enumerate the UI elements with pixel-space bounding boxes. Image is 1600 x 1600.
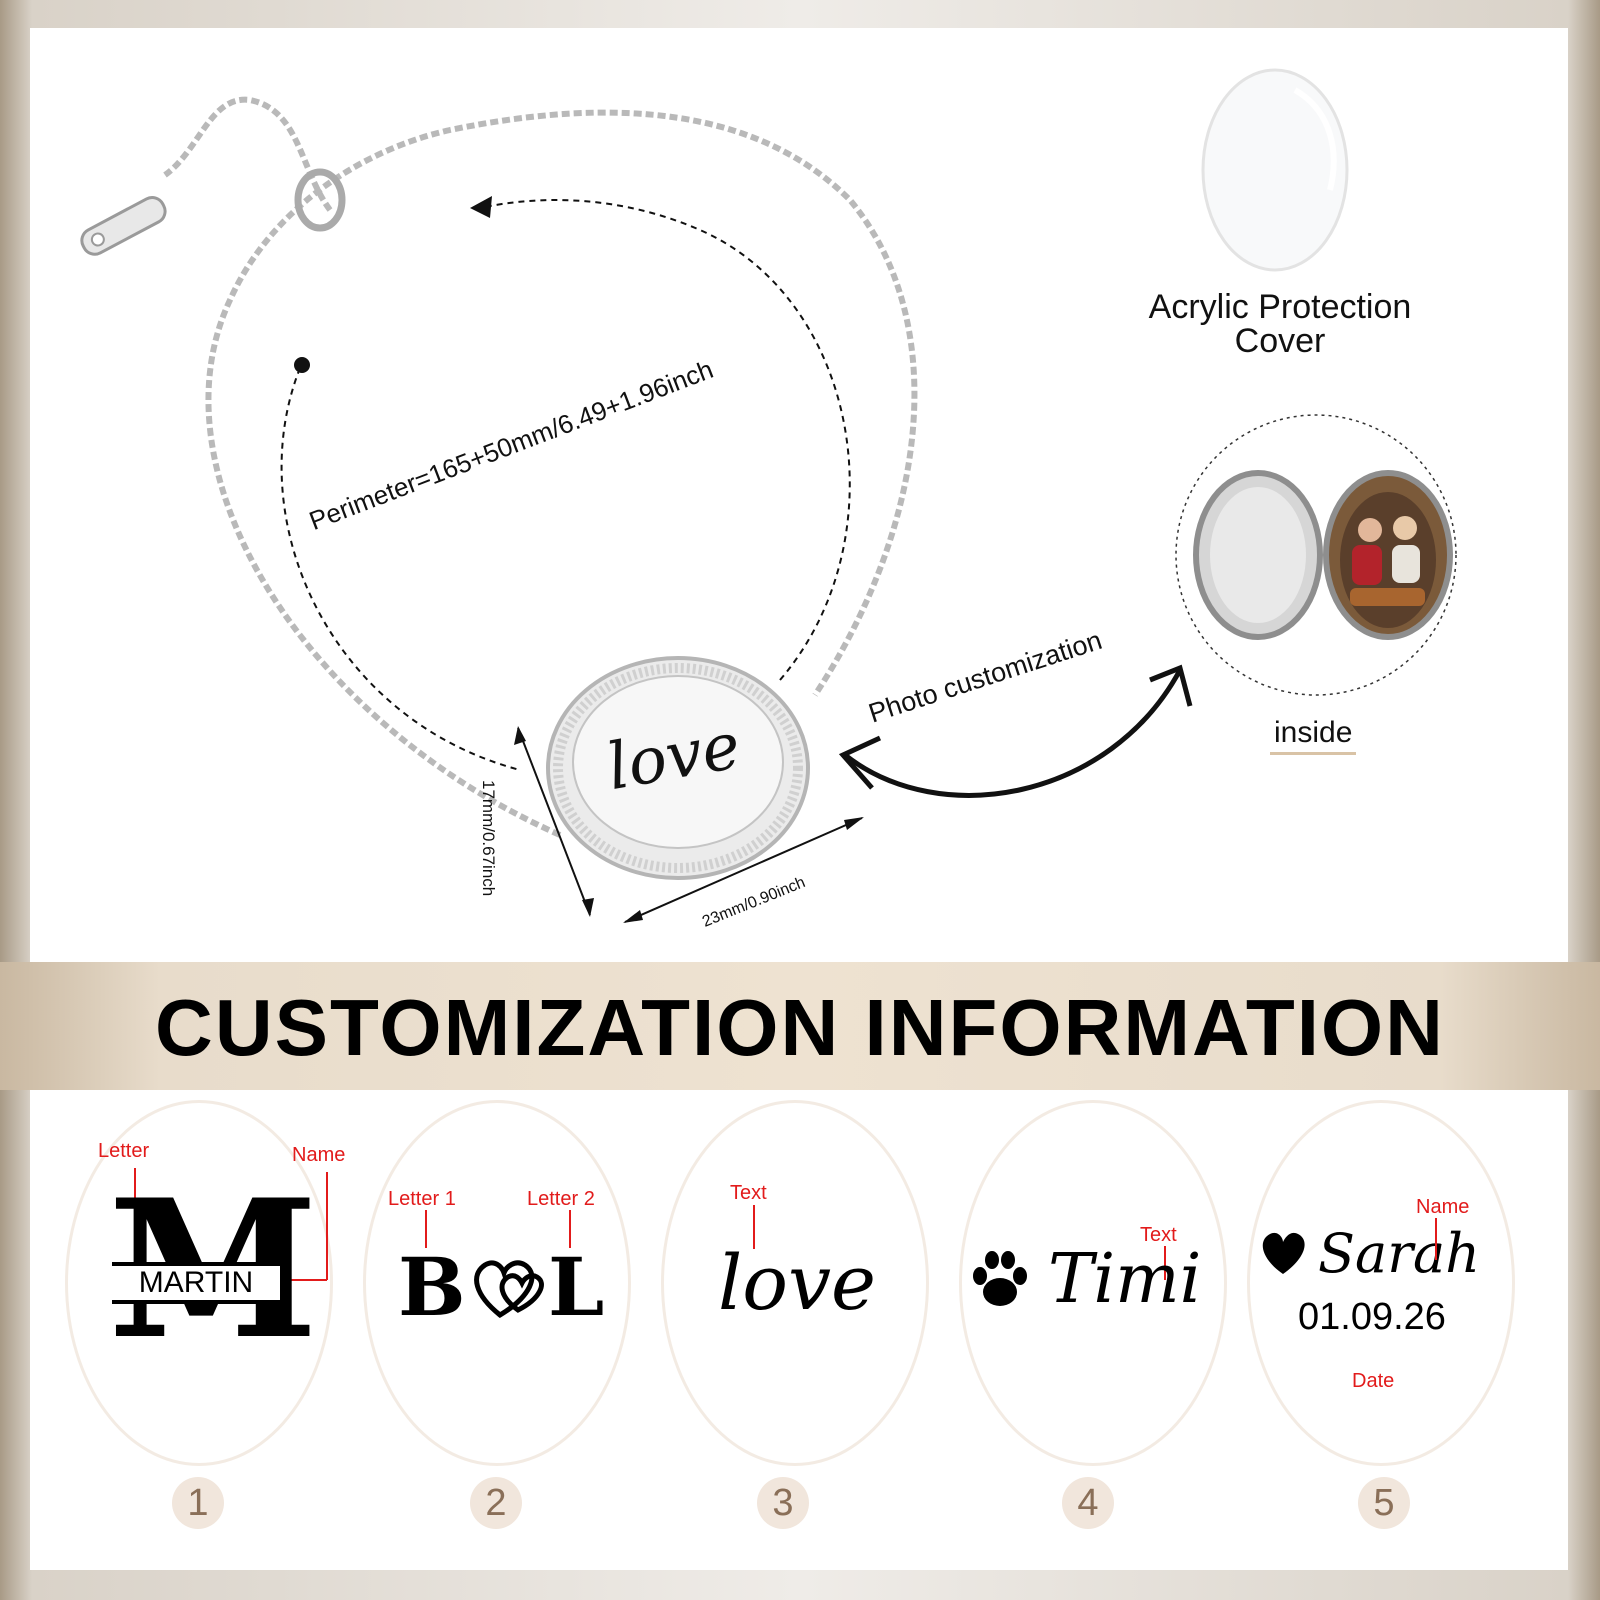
option-5-oval [1247, 1100, 1515, 1466]
option-5-date-tag: Date [1352, 1370, 1395, 1392]
option-4-leader-line [1164, 1246, 1166, 1280]
option-3-text: love [718, 1238, 876, 1327]
pendant: love [546, 656, 810, 880]
photo-arrow [843, 668, 1183, 798]
arc-start-dot [294, 357, 310, 373]
perimeter-arc [280, 199, 851, 771]
locket-frame [1175, 414, 1457, 696]
option-1-letter-tag: Letter [98, 1140, 150, 1162]
option-1-oval [65, 1100, 333, 1466]
bracelet-illustration: love [80, 68, 1457, 923]
option-4-text-tag: Text [1140, 1224, 1177, 1246]
option-5-leader-lines [1435, 1218, 1437, 1260]
open-locket-image [1193, 470, 1453, 640]
option-1-number: 1 [172, 1477, 224, 1529]
option-5-name: Sarah [1318, 1222, 1480, 1285]
option-4-text: Timi [1048, 1240, 1202, 1319]
arrow-head-right-icon [1149, 664, 1193, 707]
section-title: CUSTOMIZATION INFORMATION [155, 983, 1445, 1072]
heart-icon [1262, 1232, 1305, 1274]
acrylic-cover-image [1201, 68, 1349, 272]
arrow-right-icon [844, 817, 864, 830]
arrow-up-icon [514, 726, 526, 745]
heart-outline-icon [474, 1260, 544, 1319]
acrylic-shine [1293, 87, 1337, 191]
option-2-leader-lines [425, 1210, 571, 1248]
option-1-leader-lines [134, 1168, 328, 1281]
inside-label: inside [1270, 716, 1357, 755]
option-3-oval [661, 1100, 929, 1466]
option-1-name-tag: Name [292, 1144, 346, 1166]
section-band: CUSTOMIZATION INFORMATION [0, 962, 1600, 1090]
arrow-head-left-icon [838, 735, 882, 790]
chain [205, 109, 918, 838]
option-3-number: 3 [757, 1477, 809, 1529]
option-2-oval [363, 1100, 631, 1466]
option-2-letter2-tag: Letter 2 [527, 1188, 595, 1210]
width-dimension [624, 817, 863, 923]
option-3-leader-line [753, 1205, 755, 1249]
option-3-text-tag: Text [730, 1182, 767, 1204]
option-1-name: MARTIN [112, 1262, 280, 1304]
arrow-left-icon [623, 910, 643, 923]
paw-icon [973, 1251, 1027, 1306]
option-5-date: 01.09.26 [1298, 1296, 1446, 1338]
option-2-letter2: L [548, 1240, 605, 1334]
option-4-number: 4 [1062, 1477, 1114, 1529]
arrow-down-icon [582, 898, 594, 917]
option-2-letter1: B [398, 1240, 466, 1334]
option-2-number: 2 [470, 1477, 522, 1529]
height-dimension [517, 727, 591, 916]
acrylic-cover-label: Acrylic Protection Cover [1148, 288, 1412, 360]
extender-chain [163, 96, 333, 212]
option-5-name-tag: Name [1416, 1196, 1470, 1218]
clasp [294, 168, 346, 232]
end-tag [80, 196, 167, 256]
option-5-number: 5 [1358, 1477, 1410, 1529]
height-label: 17mm/0.67inch [479, 780, 498, 897]
option-2-letter1-tag: Letter 1 [388, 1188, 456, 1210]
arc-arrow-icon [470, 196, 492, 218]
